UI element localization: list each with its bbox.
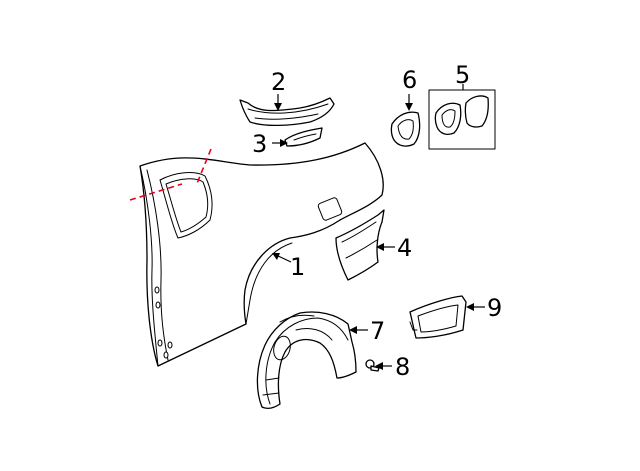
cut-line (195, 148, 212, 187)
callout-8: 8 (395, 353, 410, 381)
fuel-door-kit (428, 89, 496, 150)
hole-mark (163, 351, 169, 359)
quarter-panel (139, 142, 384, 367)
push-pin-fastener (365, 359, 380, 372)
callout-1: 1 (290, 253, 305, 281)
reinforcement-bracket (239, 97, 335, 127)
hole-mark (157, 339, 163, 347)
hole-mark (154, 286, 160, 294)
cut-line (129, 183, 183, 201)
callout-7: 7 (370, 317, 385, 345)
hole-mark (155, 301, 161, 309)
small-bracket (284, 127, 323, 147)
callout-6: 6 (402, 66, 417, 94)
fuel-door-pocket (409, 295, 467, 339)
hole-mark (167, 341, 173, 349)
callout-3: 3 (252, 130, 267, 158)
callout-9: 9 (487, 294, 502, 322)
callout-4: 4 (397, 234, 412, 262)
fuel-door-housing (390, 111, 421, 147)
wheelhouse-liner (256, 311, 357, 410)
extension-panel (335, 209, 385, 281)
callout-2: 2 (271, 68, 286, 96)
leader-lines (272, 84, 485, 370)
callout-5: 5 (455, 61, 470, 89)
